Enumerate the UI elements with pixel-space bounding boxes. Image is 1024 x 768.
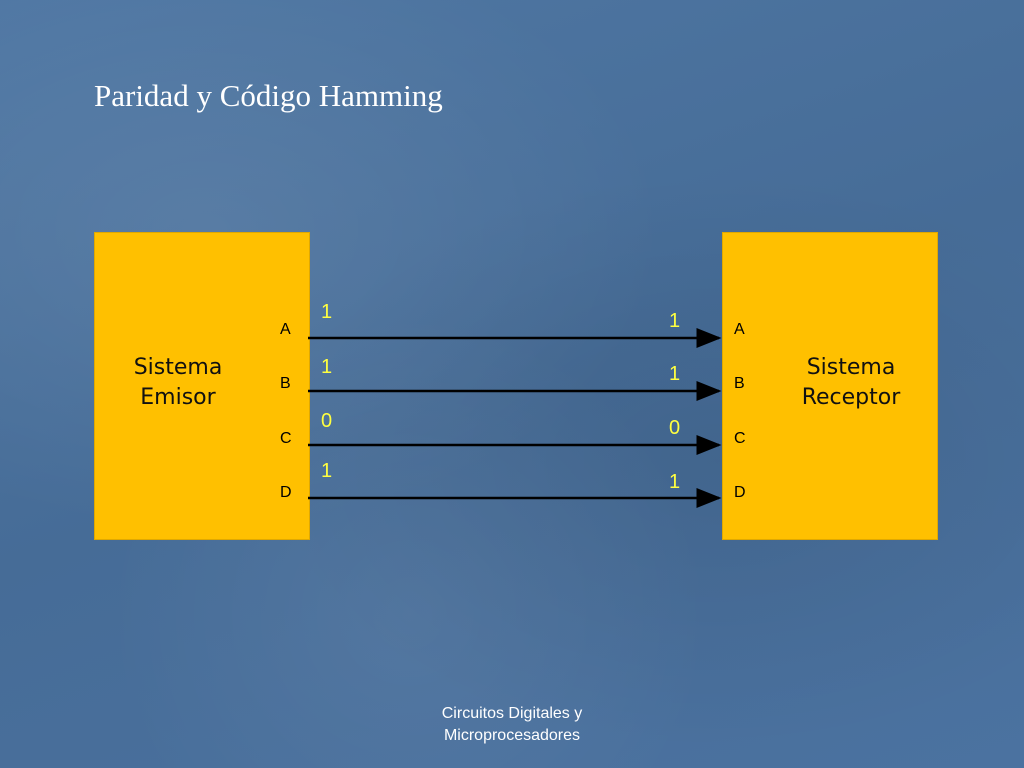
received-bit-c: 0 — [669, 417, 681, 439]
receiver-pin-b: B — [734, 375, 745, 392]
sender-system-label: Sistema Emisor — [113, 353, 243, 413]
received-bit-d: 1 — [669, 471, 681, 493]
sender-pin-c: C — [280, 430, 292, 447]
receiver-pin-d: D — [734, 484, 746, 501]
footer-line1: Circuitos Digitales y — [441, 705, 583, 722]
sender-pin-d: D — [280, 484, 292, 501]
receiver-pin-a: A — [734, 321, 745, 338]
sender-system-box: Sistema Emisor A B C D — [94, 232, 310, 540]
receiver-system-box: A B C D Sistema Receptor — [722, 232, 938, 540]
slide-title: Paridad y Código Hamming — [94, 78, 443, 113]
sent-bit-a: 1 — [321, 301, 333, 323]
receiver-pin-c: C — [734, 430, 746, 447]
receiver-label-line1: Sistema — [806, 355, 896, 380]
received-bit-a: 1 — [669, 310, 681, 332]
sent-bit-c: 0 — [321, 410, 333, 432]
slide-footer: Circuitos Digitales y Microprocesadores — [412, 703, 612, 747]
sender-pin-a: A — [280, 321, 291, 338]
sender-label-line1: Sistema — [133, 355, 223, 380]
received-bit-b: 1 — [669, 363, 681, 385]
sender-pin-b: B — [280, 375, 291, 392]
receiver-label-line2: Receptor — [801, 385, 901, 410]
sent-bit-d: 1 — [321, 460, 333, 482]
sender-label-line2: Emisor — [140, 385, 216, 410]
sent-bit-b: 1 — [321, 356, 333, 378]
footer-line2: Microprocesadores — [443, 727, 581, 744]
receiver-system-label: Sistema Receptor — [781, 353, 921, 413]
